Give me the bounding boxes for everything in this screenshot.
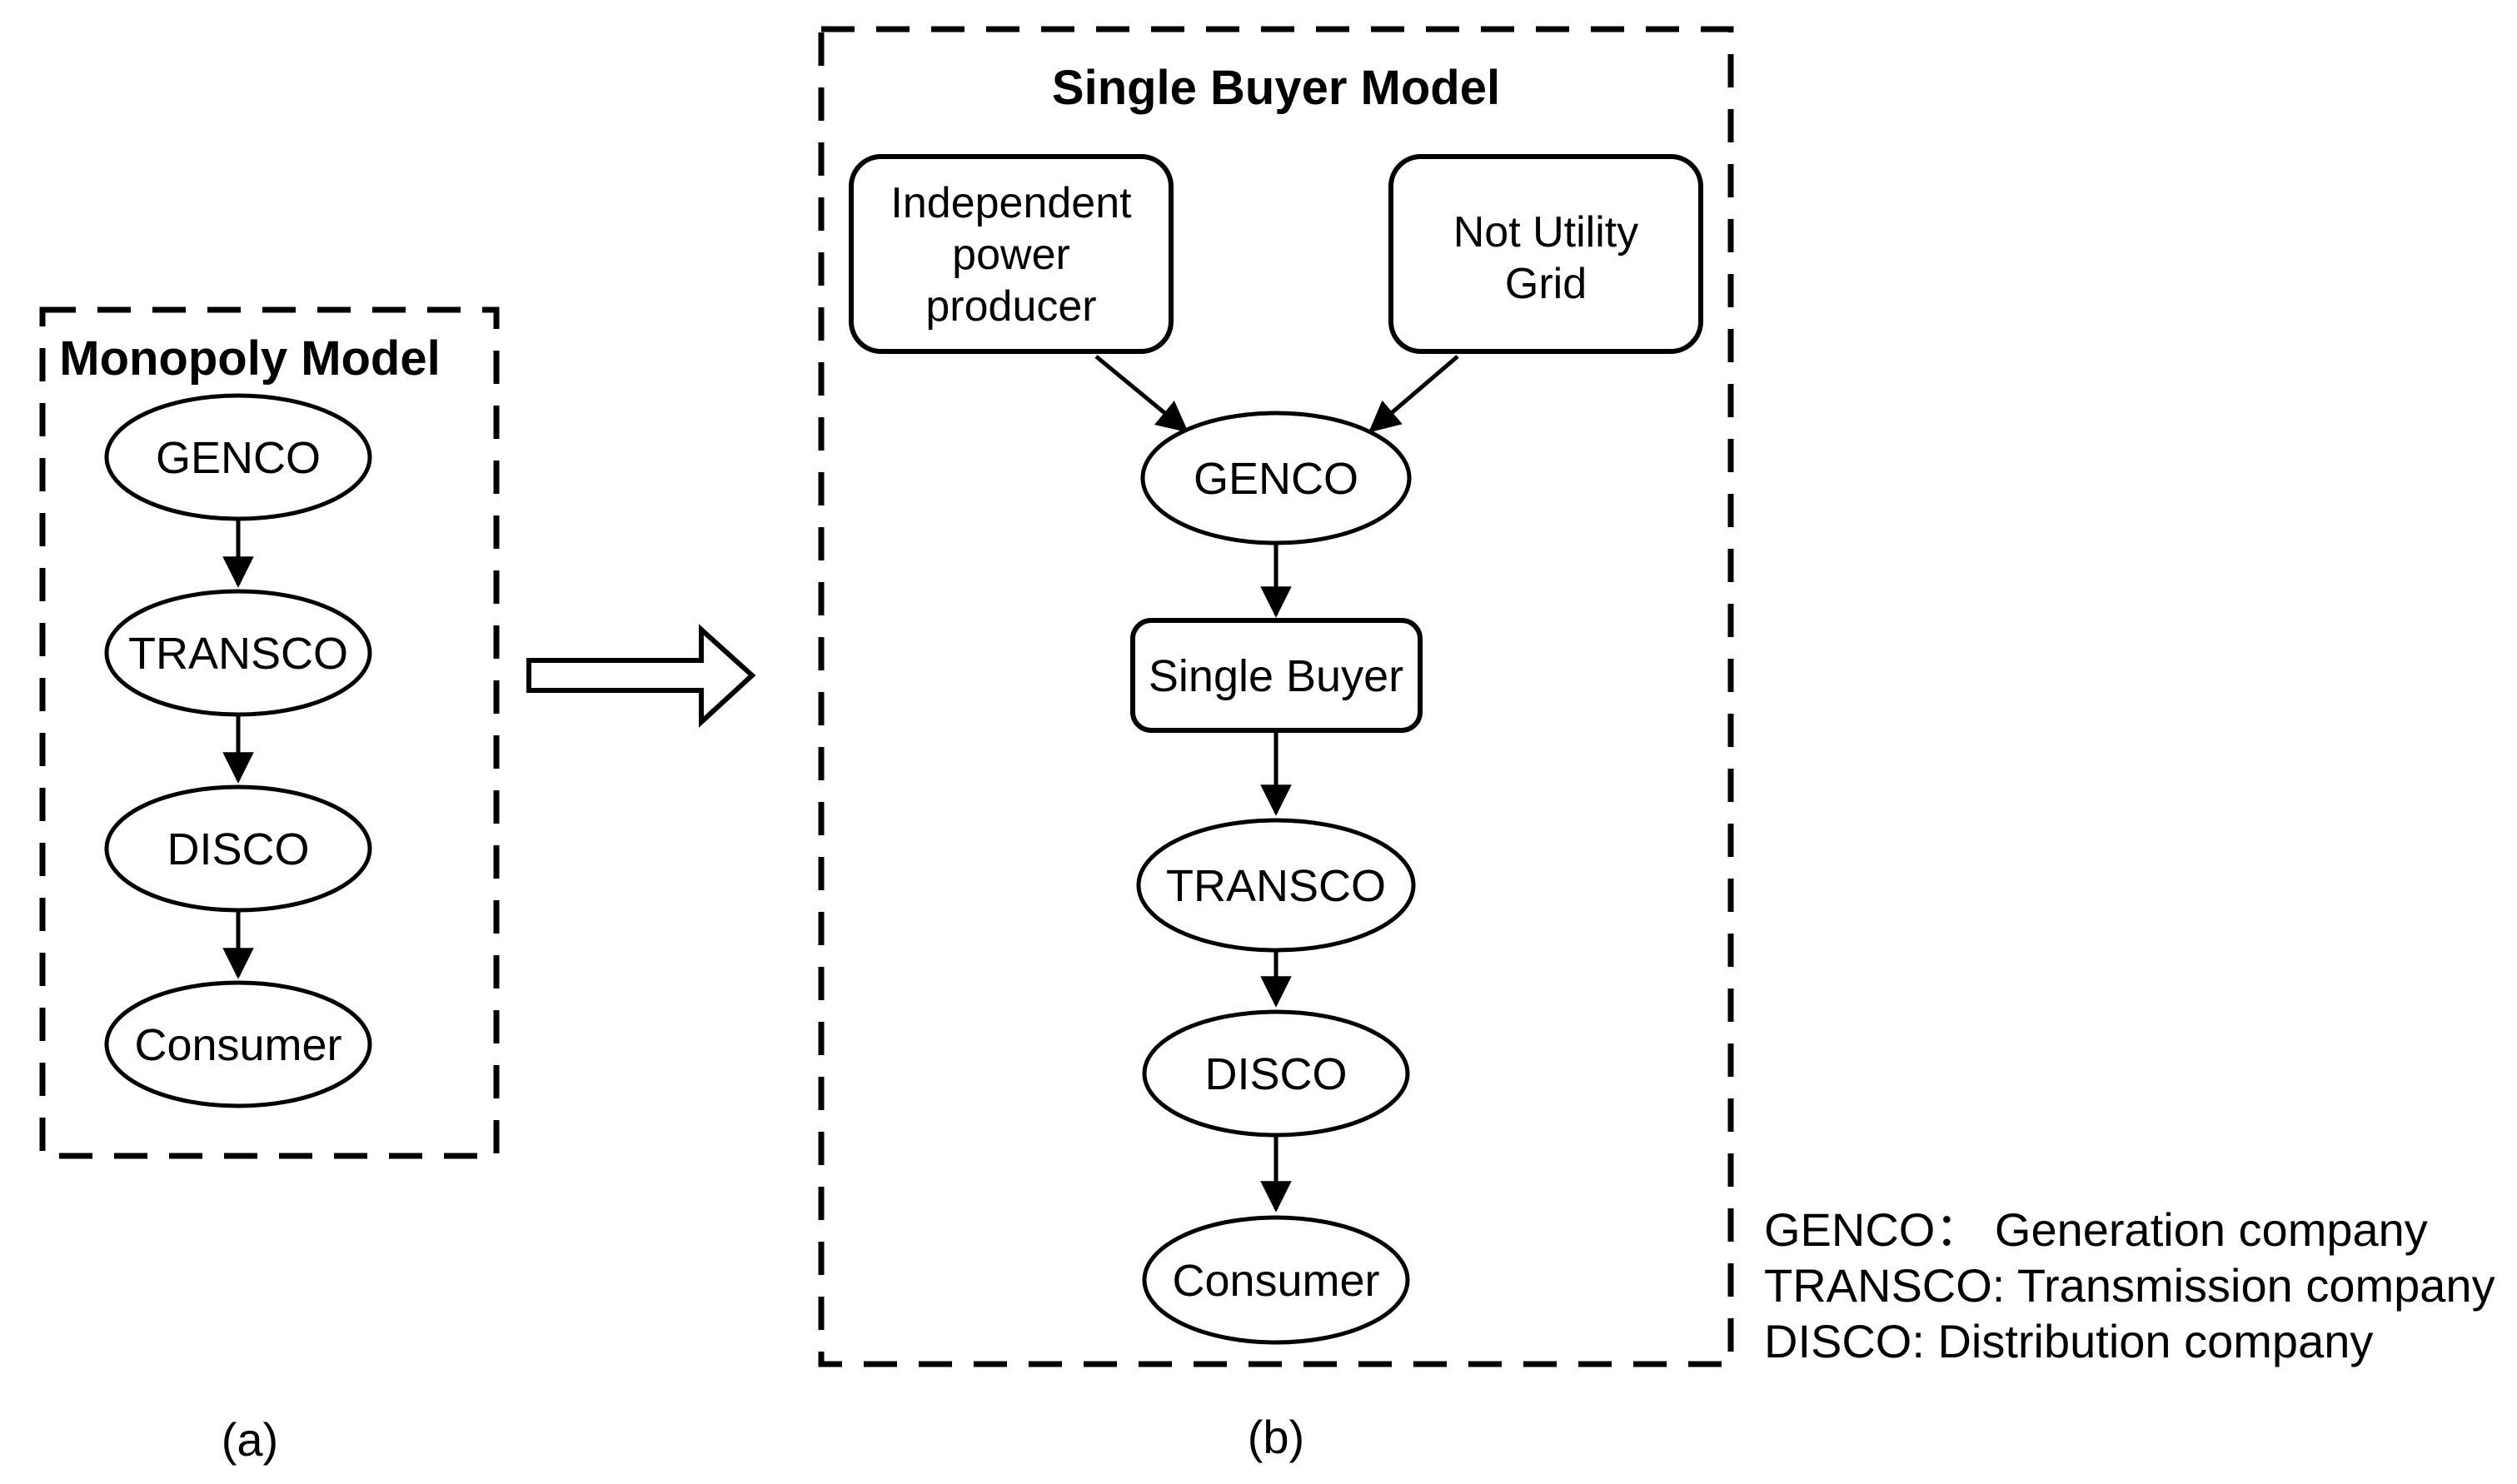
node-label-transco-a: TRANSCO bbox=[128, 629, 348, 679]
panel-a-caption: (a) bbox=[222, 1413, 278, 1466]
node-label-disco-b: DISCO bbox=[1204, 1049, 1347, 1099]
legend-line-disco: DISCO: Distribution company bbox=[1764, 1315, 2373, 1367]
panel-b-caption: (b) bbox=[1248, 1411, 1304, 1463]
panel-a: Monopoly Model GENCO TRANSCO DISCO Consu… bbox=[39, 306, 500, 1466]
transform-arrow-icon bbox=[526, 624, 756, 728]
arrow-grid-to-genco bbox=[1368, 355, 1459, 433]
node-label-transco-b: TRANSCO bbox=[1166, 861, 1386, 911]
node-label-consumer-a: Consumer bbox=[134, 1020, 341, 1070]
node-label-genco-b: GENCO bbox=[1194, 454, 1358, 504]
panel-b: Single Buyer Model Independent power pro… bbox=[818, 26, 1734, 1463]
panel-b-dashed-border bbox=[818, 26, 1734, 1367]
legend-line-transco: TRANSCO: Transmission company bbox=[1764, 1259, 2495, 1312]
independent-power-producer-box bbox=[849, 154, 1174, 354]
panel-a-dashed-border bbox=[39, 306, 500, 1159]
ipp-line-2: power bbox=[952, 231, 1070, 279]
node-label-disco-a: DISCO bbox=[167, 824, 309, 874]
nug-line-1: Not Utility bbox=[1453, 208, 1638, 256]
legend-line-genco: GENCO： Generation company bbox=[1764, 1203, 2428, 1256]
not-utility-grid-box bbox=[1388, 154, 1703, 354]
node-label-consumer-b: Consumer bbox=[1172, 1256, 1379, 1306]
single-buyer-label: Single Buyer bbox=[1149, 651, 1403, 701]
node-ellipse-consumer-b bbox=[1142, 1215, 1410, 1345]
ipp-line-1: Independent bbox=[890, 179, 1132, 227]
node-label-genco-a: GENCO bbox=[156, 433, 321, 483]
nug-line-2: Grid bbox=[1505, 260, 1587, 308]
ipp-line-3: producer bbox=[925, 282, 1096, 331]
legend: GENCO： Generation company TRANSCO: Trans… bbox=[1764, 1203, 2495, 1367]
panel-b-title: Single Buyer Model bbox=[1052, 61, 1500, 115]
panel-a-title: Monopoly Model bbox=[59, 331, 441, 386]
node-ellipse-consumer-a bbox=[104, 980, 372, 1108]
arrow-ipp-to-genco bbox=[1094, 355, 1189, 433]
